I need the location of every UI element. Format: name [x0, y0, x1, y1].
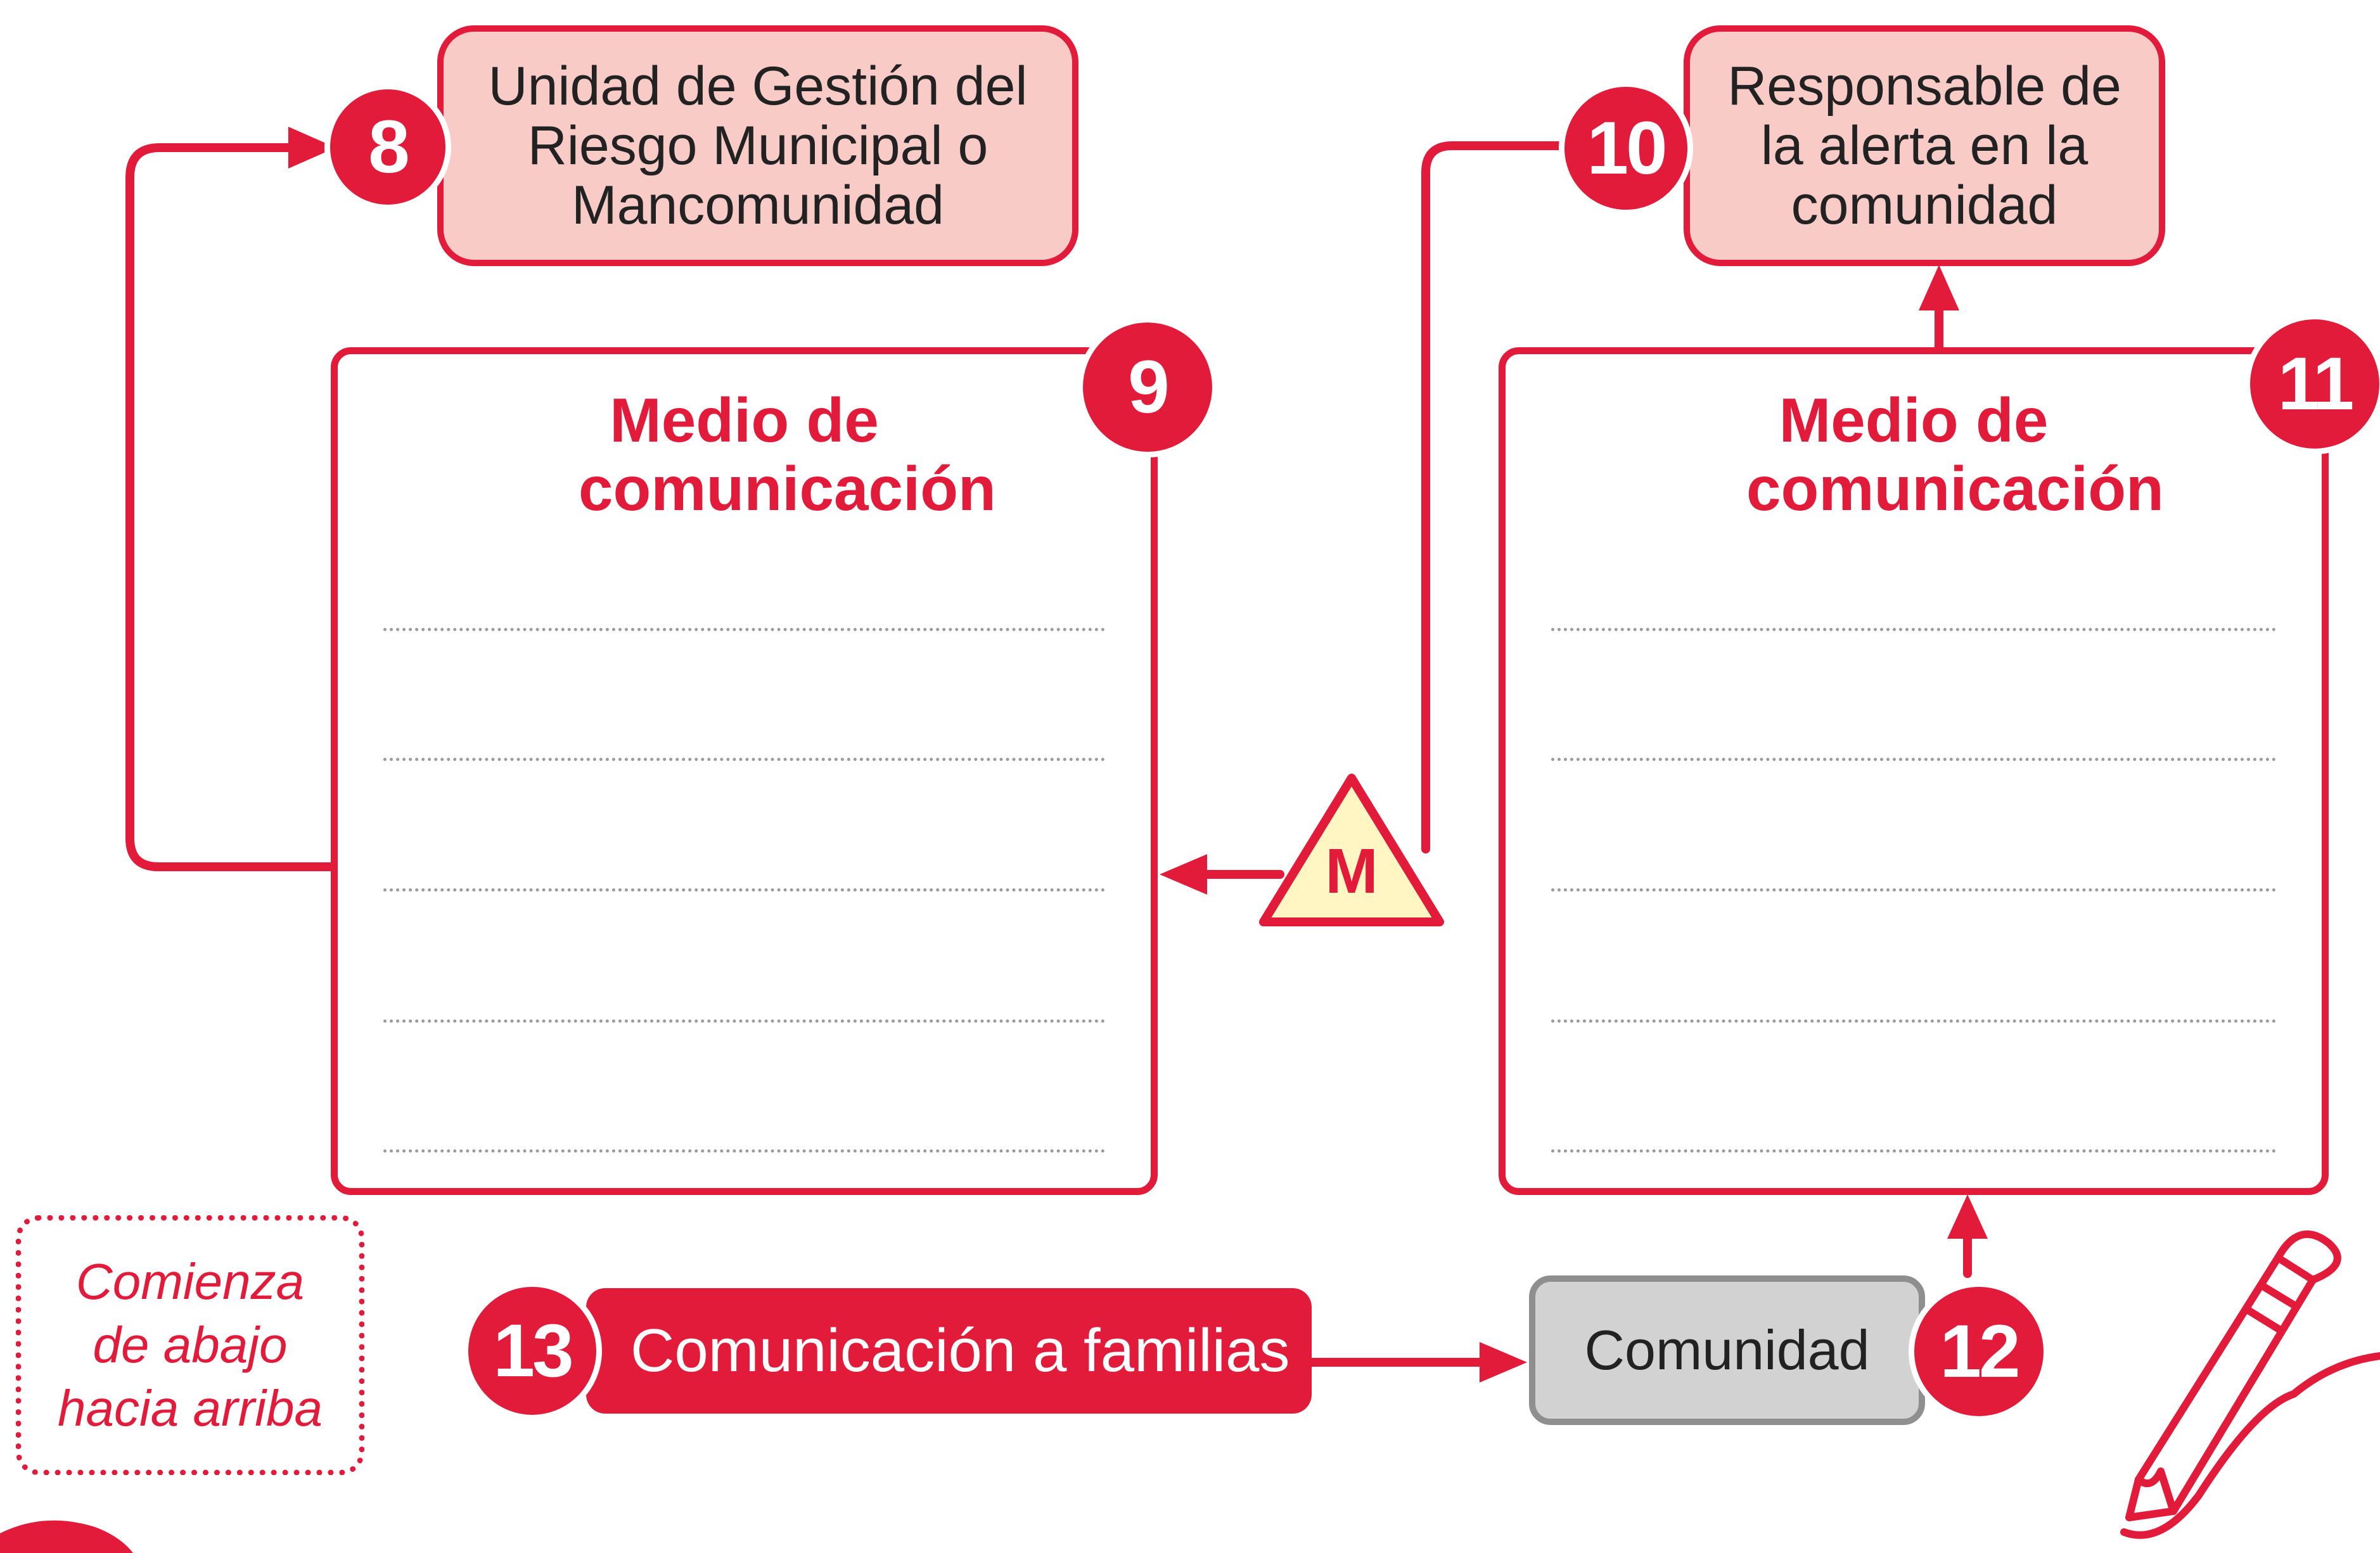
node-13-bar: Comunicación a familias: [586, 1288, 1312, 1414]
node-12-label: Comunidad: [1584, 1319, 1870, 1381]
connector-9-to-8: [125, 143, 340, 871]
node-11-panel: Medio de comunicación: [1499, 347, 2329, 1195]
write-line: [383, 1019, 1105, 1023]
badge-11: 11: [2244, 314, 2380, 454]
arrowhead-into-11: [1947, 1194, 1988, 1239]
node-12-box: Comunidad: [1529, 1275, 1925, 1425]
warning-triangle-icon: [1259, 774, 1444, 926]
start-hint-text: Comienza de abajo hacia arriba: [57, 1253, 323, 1436]
arrowhead-into-8: [288, 127, 336, 169]
write-line: [383, 628, 1105, 631]
write-line: [383, 888, 1105, 892]
write-line: [1551, 888, 2276, 892]
node-11-title: Medio de comunicación: [1746, 385, 2164, 523]
node-8-box: Unidad de Gestión del Riesgo Municipal o…: [437, 25, 1078, 266]
write-line: [383, 758, 1105, 761]
node-10-box: Responsable de la alerta en la comunidad: [1684, 25, 2165, 266]
node-8-label: Unidad de Gestión del Riesgo Municipal o…: [488, 56, 1028, 236]
write-line: [1551, 1019, 2276, 1023]
arrowhead-into-10: [1919, 265, 1959, 310]
node-10-label: Responsable de la alerta en la comunidad: [1727, 56, 2121, 236]
write-line: [1551, 758, 2276, 761]
page-corner-shape: [0, 1520, 133, 1553]
arrowhead-into-12: [1480, 1342, 1527, 1383]
node-13-label: Comunicación a familias: [630, 1317, 1290, 1384]
node-9-title: Medio de comunicación: [579, 385, 996, 523]
write-line: [383, 1149, 1105, 1153]
write-line: [1551, 1149, 2276, 1153]
badge-13: 13: [463, 1281, 602, 1421]
arrowhead-into-9: [1160, 854, 1207, 895]
connector-10-to-m: [1421, 141, 1570, 853]
warning-marker-label: M: [1325, 836, 1378, 907]
node-9-panel: Medio de comunicación: [331, 347, 1158, 1195]
pencil-icon: [2120, 1230, 2380, 1539]
badge-8: 8: [324, 84, 451, 210]
start-hint: Comienza de abajo hacia arriba: [16, 1215, 364, 1475]
badge-9: 9: [1077, 317, 1218, 457]
badge-12: 12: [1909, 1281, 2049, 1422]
write-line: [1551, 628, 2276, 631]
badge-10: 10: [1559, 81, 1693, 215]
